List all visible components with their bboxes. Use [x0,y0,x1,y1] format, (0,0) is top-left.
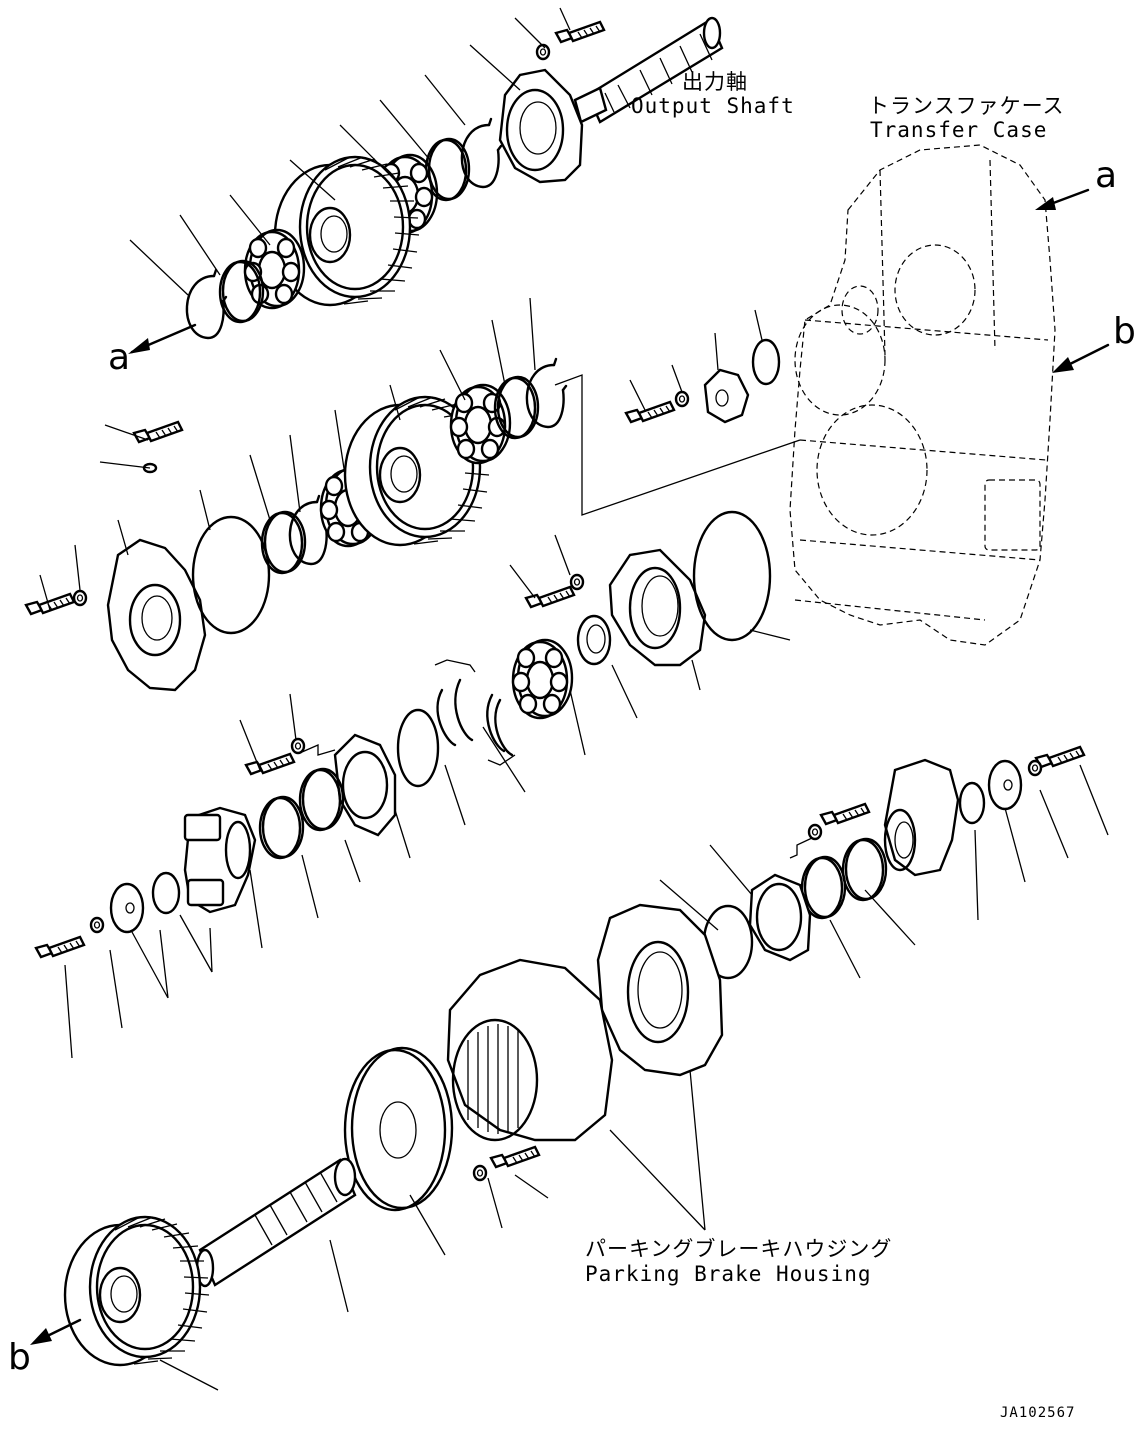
drawing-code: JA102567 [1000,1405,1076,1421]
parking-brake-housing [446,958,614,1142]
seal-cage-washer [290,737,306,755]
shim-set [434,659,516,766]
output-shaft-bolt [554,20,606,44]
ref-letter-a-right: a [1095,155,1118,196]
input-gear [63,1215,211,1367]
retainer-washer [569,573,585,591]
cover-bolt-left [24,592,76,616]
o-ring-right [692,510,772,642]
idler-cover [106,538,207,692]
oil-seal-2 [258,795,305,860]
brake-housing-bolt [489,1145,541,1169]
assembly-line-mid [554,374,801,516]
ref-letter-a-left: a [108,337,131,378]
sensor-o-ring [751,338,781,386]
yoke-washer-right [987,759,1023,811]
bearing-coupling [511,638,574,720]
ref-arrow-b-right [1052,343,1110,373]
input-shaft [195,1157,357,1288]
brake-housing-washer [472,1164,488,1182]
assembly-line-rear [789,837,813,859]
transfer-case-label-en: Transfer Case [870,118,1048,142]
parking-brake-label-jp: パーキングブレーキハウジング [585,1237,893,1261]
o-ring-yoke-right [958,781,986,825]
parking-brake-label-en: Parking Brake Housing [585,1262,872,1286]
sensor-bolt [624,400,676,424]
ref-letter-b-left: b [8,1337,31,1378]
spacer-ring-mid [260,510,307,575]
o-ring-left [191,515,271,635]
assembly-line-seal [301,744,336,756]
oil-seal-rear-1 [841,837,888,902]
ref-letter-b-right: b [1113,311,1136,352]
yoke-lock-washer-right [1027,759,1043,777]
leader-lines [39,7,1109,1391]
rear-cage-bolt [819,802,871,826]
output-shaft-label-en: Output Shaft [631,94,795,118]
bearing-cage-top [498,68,584,184]
left-yoke [183,806,257,914]
ref-arrow-b-left [30,1318,82,1345]
cover-washer-left [72,589,88,607]
rear-seal-cage [748,873,812,962]
transfer-case-label-jp: トランスファケース [868,94,1065,118]
ref-arrow-a-left [128,323,197,354]
yoke-lock-washer-left [89,916,105,934]
retainer-bolt [524,585,576,609]
yoke-bolt-right [1034,745,1086,769]
ref-arrow-a-right [1035,188,1090,210]
oil-seal-1 [298,767,345,832]
sensor-washer [674,390,690,408]
oil-seal-mid [576,614,612,666]
brake-cover-plate [596,903,724,1077]
seal-cage-bolt [244,752,296,776]
snap-ring-top-2 [185,268,228,340]
bearing-retainer [608,548,707,667]
brake-disc-cover [343,1046,454,1212]
rear-cage-washer [807,823,823,841]
o-ring-seal-cage [396,708,440,788]
plug-bolt [132,420,184,444]
yoke-washer-left [109,882,145,934]
right-yoke [883,758,960,877]
o-ring-yoke-left [151,871,181,915]
seal-cage [333,733,397,837]
output-shaft-washer [535,43,551,61]
yoke-bolt-left [34,935,86,959]
transfer-case [789,144,1056,646]
output-shaft [573,16,724,124]
sensor-bracket [703,368,750,424]
output-shaft-label-jp: 出力軸 [682,70,748,94]
